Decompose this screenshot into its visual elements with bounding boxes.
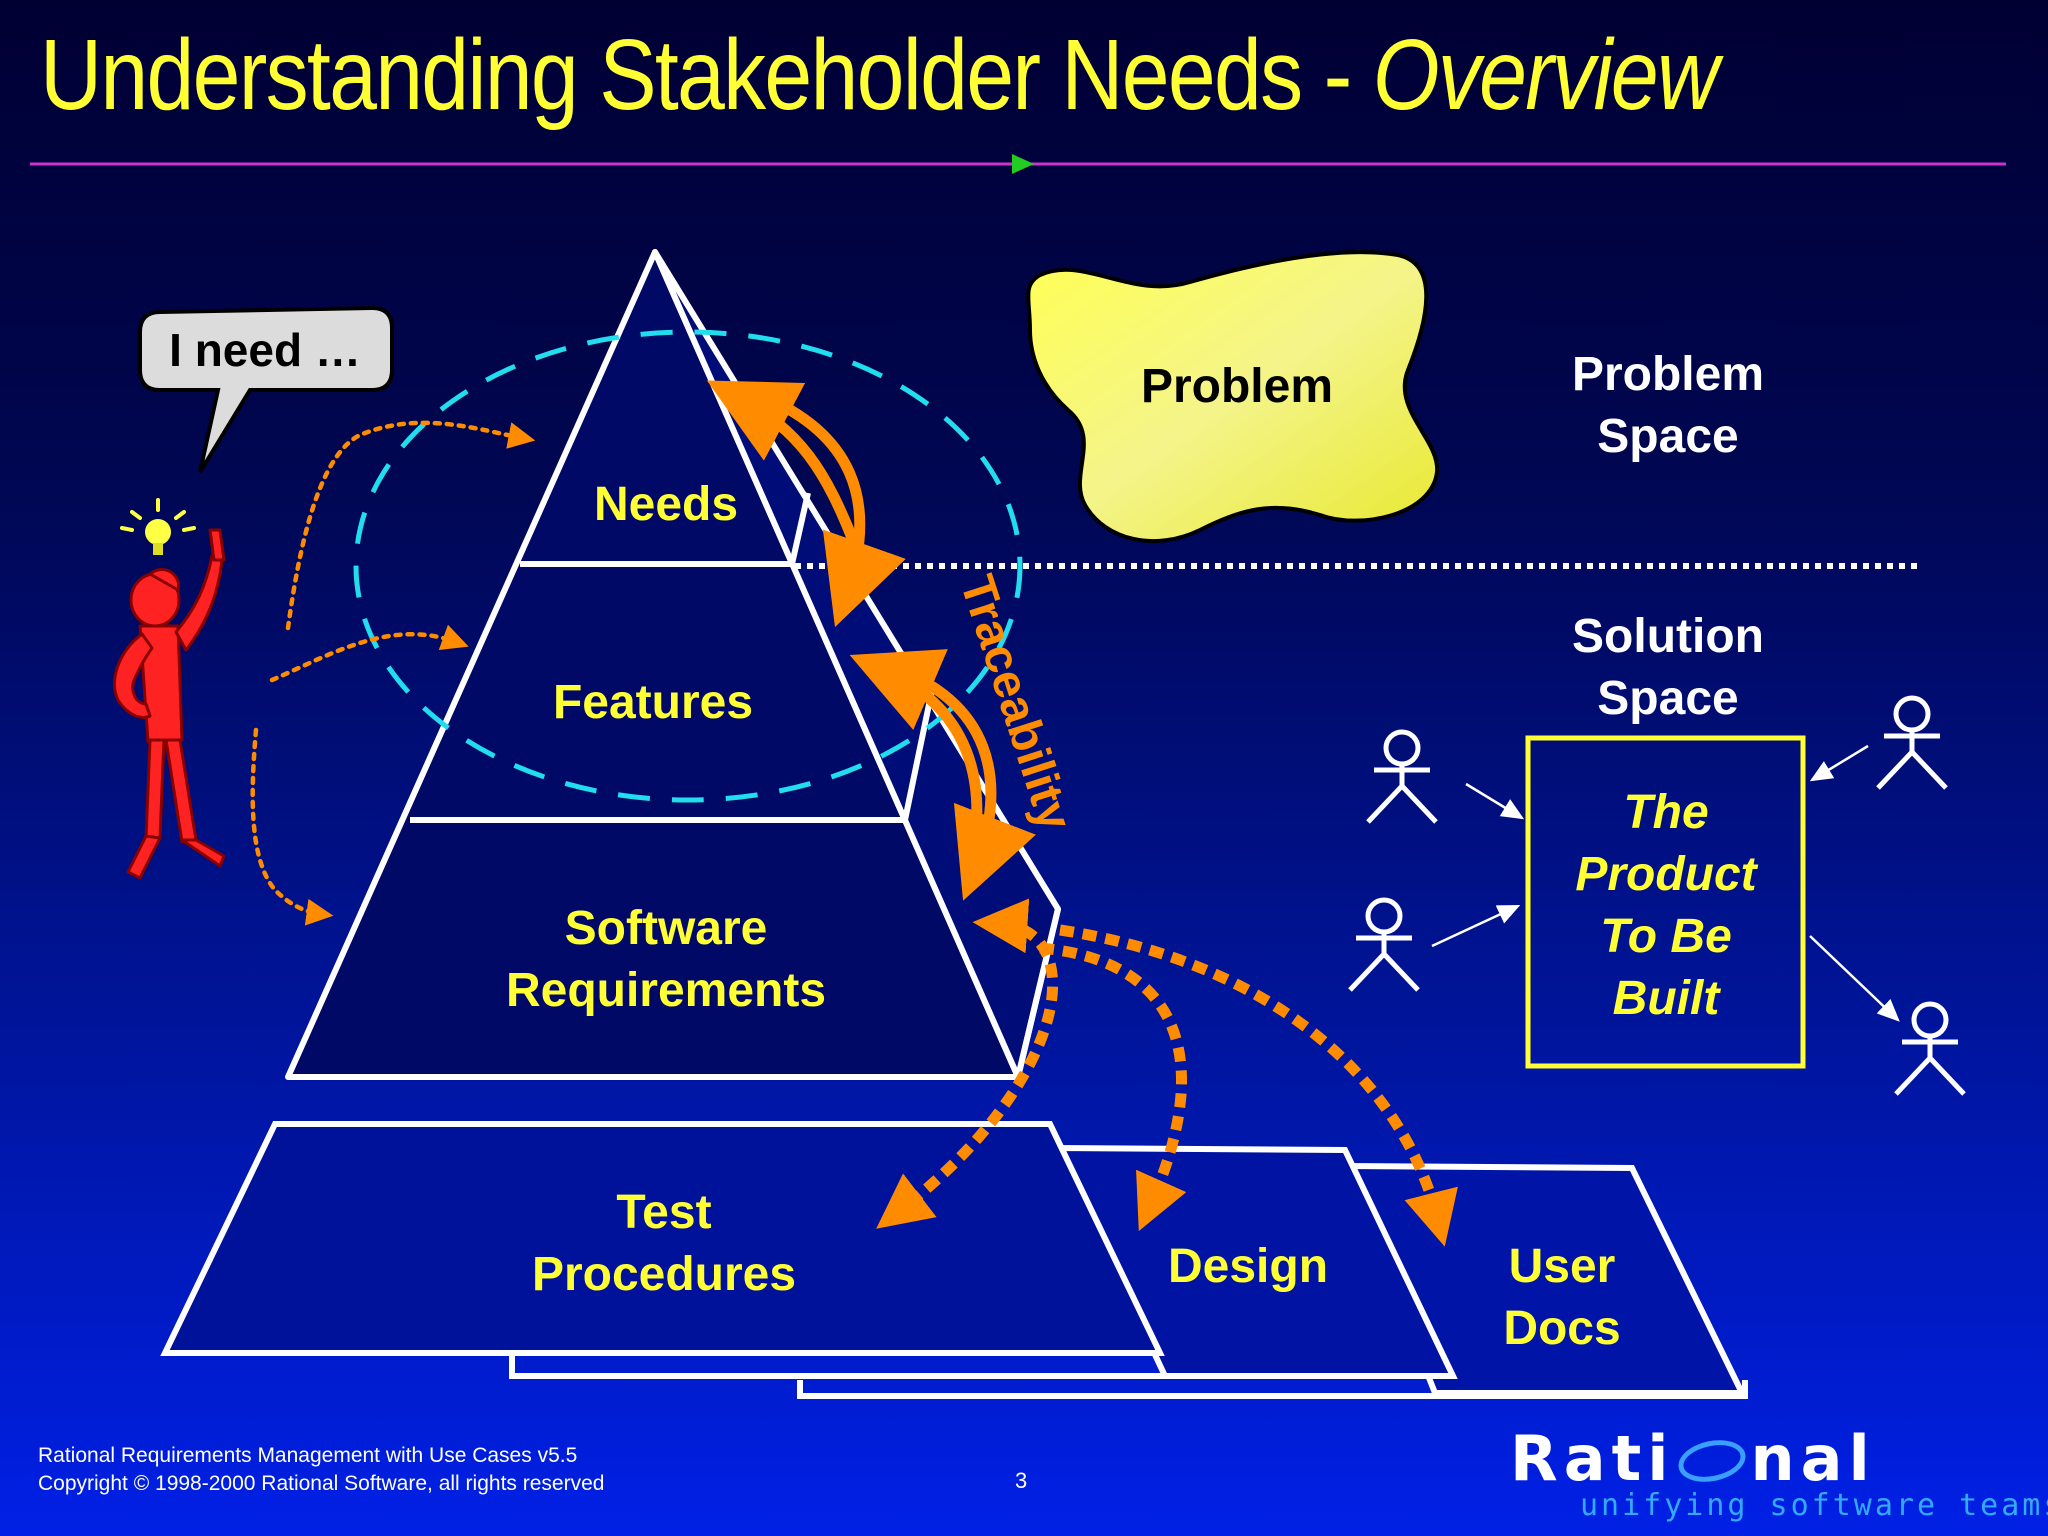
solution-space-line-2: Space (1597, 672, 1738, 725)
product-line-4: Built (1613, 972, 1722, 1025)
traceability-arrows (706, 380, 1036, 901)
product-line-3: To Be (1600, 910, 1732, 963)
actor-icon (1366, 729, 1438, 824)
actor-icon (1348, 897, 1420, 992)
problem-space-line-2: Space (1597, 410, 1738, 463)
title-italic: Overview (1372, 19, 1719, 131)
stakeholder-dotted-arrows (250, 420, 536, 926)
slide-title: Understanding Stakeholder Needs - Overvi… (40, 18, 1719, 133)
test-procedures-line-1: Test (616, 1186, 711, 1239)
logo-text-end: nal (1750, 1422, 1876, 1495)
needs-features-ellipse (353, 329, 1023, 803)
user-docs-line-1: User (1509, 1240, 1616, 1293)
title-main: Understanding Stakeholder Needs - (40, 19, 1373, 131)
solution-space-line-1: Solution (1572, 610, 1764, 663)
problem-label: Problem (1141, 360, 1333, 413)
stakeholder-icon (113, 498, 226, 880)
product-box (1525, 735, 1806, 1069)
problem-blob (1026, 250, 1440, 544)
speech-bubble (138, 305, 394, 474)
speech-bubble-text: I need … (169, 324, 361, 376)
product-line-1: The (1623, 786, 1708, 839)
footer-copyright: Copyright © 1998-2000 Rational Software,… (38, 1472, 605, 1495)
lightbulb-icon (120, 498, 196, 555)
title-rule (30, 154, 2006, 174)
product-box-text: The Product To Be Built (1575, 786, 1758, 1025)
logo-tagline: unifying software teams (1580, 1488, 2048, 1523)
software-requirements-line-1: Software (565, 902, 768, 955)
features-label: Features (553, 676, 753, 729)
user-docs-line-2: Docs (1503, 1302, 1620, 1355)
needs-label: Needs (594, 478, 738, 531)
test-procedures-line-2: Procedures (532, 1248, 796, 1301)
actor-arrows (1431, 744, 1900, 1022)
rational-logo: Rati nal (1510, 1422, 1876, 1495)
downstream-dotted-arrows (876, 898, 1458, 1247)
logo-text-start: Rati (1510, 1422, 1675, 1495)
problem-space-line-1: Problem (1572, 348, 1764, 401)
design-label: Design (1168, 1240, 1328, 1293)
product-line-2: Product (1575, 848, 1758, 901)
software-requirements-line-2: Requirements (506, 964, 826, 1017)
page-number: 3 (1015, 1468, 1028, 1493)
footer-course: Rational Requirements Management with Us… (38, 1444, 578, 1467)
actor-icon (1876, 695, 1948, 790)
actor-icon (1894, 1001, 1966, 1096)
logo-ring-icon (1675, 1434, 1750, 1488)
